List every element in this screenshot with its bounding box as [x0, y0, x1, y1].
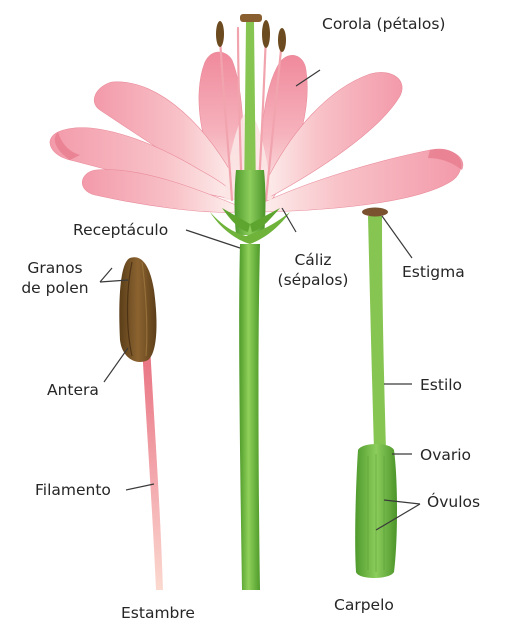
label-carpelo: Carpelo: [334, 595, 394, 615]
label-filamento: Filamento: [35, 480, 111, 500]
label-antera: Antera: [47, 380, 99, 400]
label-ovulos: Óvulos: [427, 492, 480, 512]
stamen-illustration: [119, 257, 163, 590]
lily-flower-illustration: [50, 14, 463, 590]
label-granos-line1: Granos: [12, 258, 98, 278]
label-granos-de-polen: Granos de polen: [12, 258, 98, 298]
label-corola: Corola (pétalos): [322, 14, 445, 34]
filament: [142, 345, 163, 590]
label-caliz: Cáliz (sépalos): [270, 250, 356, 290]
label-granos-line2: de polen: [12, 278, 98, 298]
carpel-style: [368, 216, 386, 450]
carpel-stigma: [362, 208, 388, 217]
anther: [119, 257, 156, 362]
label-estambre: Estambre: [121, 603, 195, 623]
flower-stem: [239, 244, 260, 590]
label-receptaculo: Receptáculo: [73, 220, 168, 240]
carpel-illustration: [355, 208, 397, 579]
label-ovario: Ovario: [420, 445, 471, 465]
label-estilo: Estilo: [420, 375, 462, 395]
label-estigma: Estigma: [402, 262, 465, 282]
label-caliz-line2: (sépalos): [270, 270, 356, 290]
label-caliz-line1: Cáliz: [270, 250, 356, 270]
